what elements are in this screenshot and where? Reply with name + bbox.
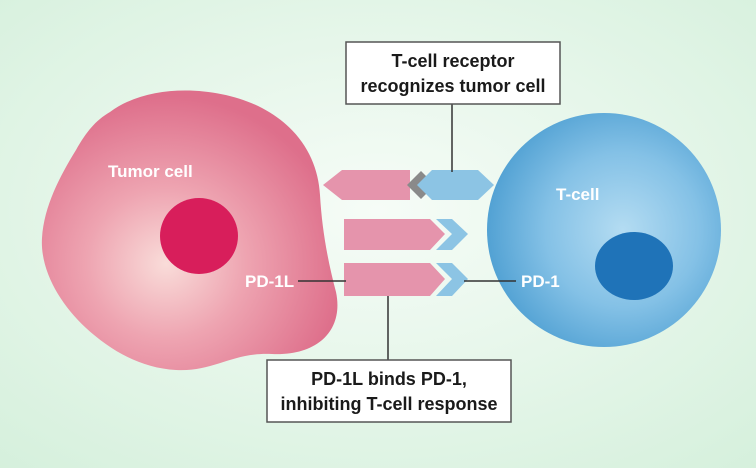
tumor-antigen-arrow [323,170,410,200]
pd1-chevron-lower [436,263,468,296]
pd1l-arrow-upper [344,219,445,250]
top-callout-line2: recognizes tumor cell [360,76,545,96]
top-callout-box [345,41,561,105]
tumor-nucleus [160,198,238,274]
tcell [487,113,721,347]
bottom-callout-line2: inhibiting T-cell response [280,394,497,414]
tcell-receptor-arrow [417,170,494,200]
pd1-label: PD-1 [521,272,560,291]
bottom-callout-box [266,359,512,423]
pd1l-label: PD-1L [245,272,294,291]
pd1-chevron-upper [436,219,468,250]
top-callout-line1: T-cell receptor [391,51,514,71]
tumor-cell-label: Tumor cell [108,162,193,181]
bottom-callout-line1: PD-1L binds PD-1, [311,369,467,389]
top-callout: T-cell receptor recognizes tumor cell [345,41,561,105]
tcell-nucleus [595,232,673,300]
pd1l-arrow-lower [344,263,445,296]
bottom-callout: PD-1L binds PD-1, inhibiting T-cell resp… [266,359,512,423]
tcell-label: T-cell [556,185,599,204]
